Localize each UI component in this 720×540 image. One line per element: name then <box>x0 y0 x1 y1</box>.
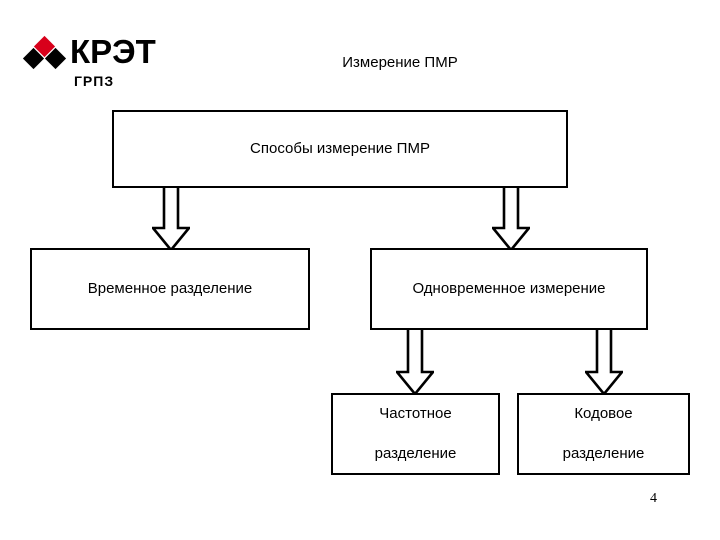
flow-node-frequency-division: Частотное разделение <box>331 393 500 475</box>
flow-node-frequency-division-line2: разделение <box>374 445 457 462</box>
flow-node-code-division-label: Кодовое разделение <box>563 404 645 464</box>
logo-name: КРЭТ <box>70 33 156 70</box>
slide-title: Измерение ПМР <box>342 54 458 71</box>
page-number: 4 <box>650 491 657 506</box>
flow-node-code-division-line1: Кодовое <box>574 405 633 422</box>
block-arrow-down-icon <box>396 328 434 396</box>
flow-node-time-division: Временное разделение <box>30 248 310 330</box>
flow-node-time-division-label: Временное разделение <box>87 280 253 297</box>
block-arrow-down-icon <box>492 186 530 252</box>
flow-node-code-division-line2: разделение <box>562 445 645 462</box>
company-logo: КРЭТ ГРПЗ <box>22 33 194 98</box>
block-arrow-down-icon <box>585 328 623 396</box>
flow-node-simultaneous: Одновременное измерение <box>370 248 648 330</box>
flow-node-frequency-division-line1: Частотное <box>379 405 452 422</box>
flow-node-code-division: Кодовое разделение <box>517 393 690 475</box>
logo-subtitle: ГРПЗ <box>74 73 115 89</box>
flow-node-root-label: Способы измерение ПМР <box>250 140 430 157</box>
logo-diamonds-icon <box>22 35 67 76</box>
flow-node-frequency-division-label: Частотное разделение <box>375 404 457 464</box>
flow-node-root: Способы измерение ПМР <box>112 110 568 188</box>
flow-node-simultaneous-label: Одновременное измерение <box>412 280 606 297</box>
block-arrow-down-icon <box>152 186 190 252</box>
